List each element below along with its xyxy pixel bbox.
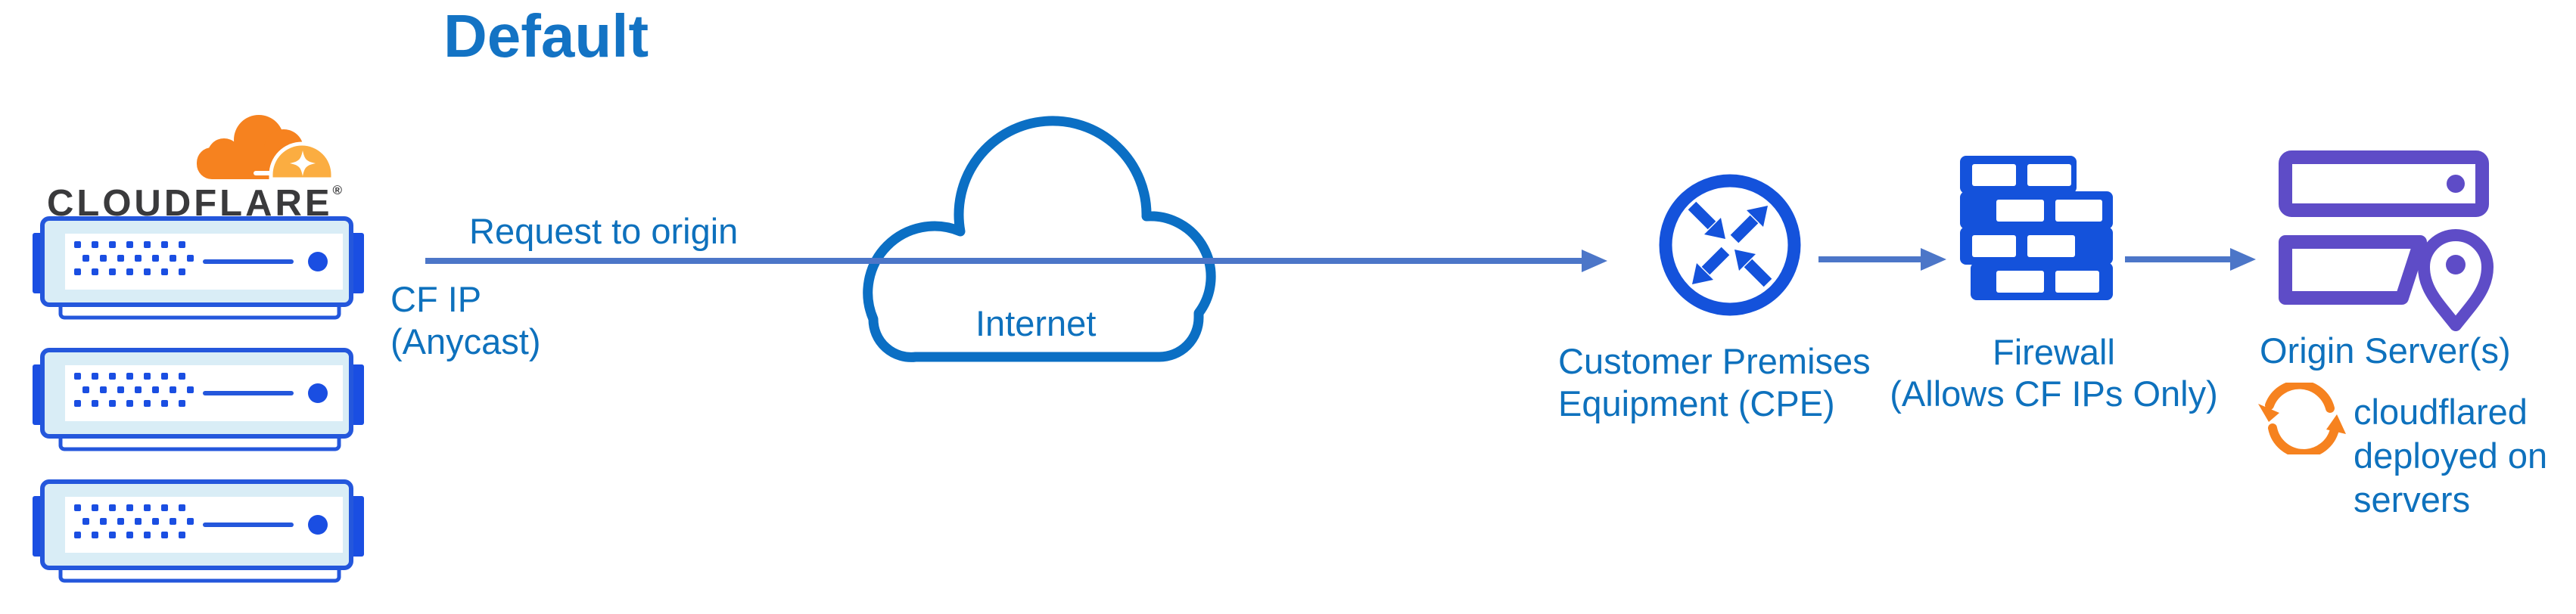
cloudflared-note-line3: servers (2354, 479, 2471, 519)
cf-ip-line: CF IP (390, 279, 482, 319)
anycast-line: (Anycast) (390, 321, 541, 361)
cloudflared-note: cloudflared deployed on servers (2354, 390, 2547, 522)
cloudflare-logo-cloud-icon (197, 115, 335, 181)
server-rack-icon (32, 348, 365, 452)
firewall-label: Firewall (Allows CF IPs Only) (1884, 331, 2223, 414)
internet-cloud-icon (863, 116, 1216, 362)
cpe-label: Customer Premises Equipment (CPE) (1558, 340, 1871, 425)
request-to-origin-label: Request to origin (469, 211, 739, 251)
cpe-label-line2: Equipment (CPE) (1558, 383, 1835, 423)
origin-servers-label: Origin Server(s) (2260, 330, 2511, 371)
cpe-label-line1: Customer Premises (1558, 341, 1871, 381)
page-title: Default (443, 2, 649, 70)
router-cpe-icon (1659, 174, 1801, 316)
firewall-label-line1: Firewall (1993, 332, 2115, 372)
internet-label: Internet (975, 303, 1097, 343)
location-pin-icon (2418, 229, 2494, 331)
registered-mark: ® (332, 183, 343, 197)
cf-ip-anycast-label: CF IP (Anycast) (390, 278, 541, 363)
server-rack-icon (32, 479, 365, 584)
flow-arrow (1818, 248, 1946, 271)
firewall-label-line2: (Allows CF IPs Only) (1890, 374, 2218, 414)
flow-arrow (2125, 248, 2256, 271)
server-rack-icon (32, 216, 365, 321)
firewall-brick-icon (1960, 156, 2113, 300)
cloudflared-note-line2: deployed on (2354, 436, 2548, 476)
sync-arrows-icon (2258, 383, 2346, 454)
cloudflared-note-line1: cloudflared (2354, 392, 2528, 432)
origin-servers-icon (2279, 150, 2494, 331)
